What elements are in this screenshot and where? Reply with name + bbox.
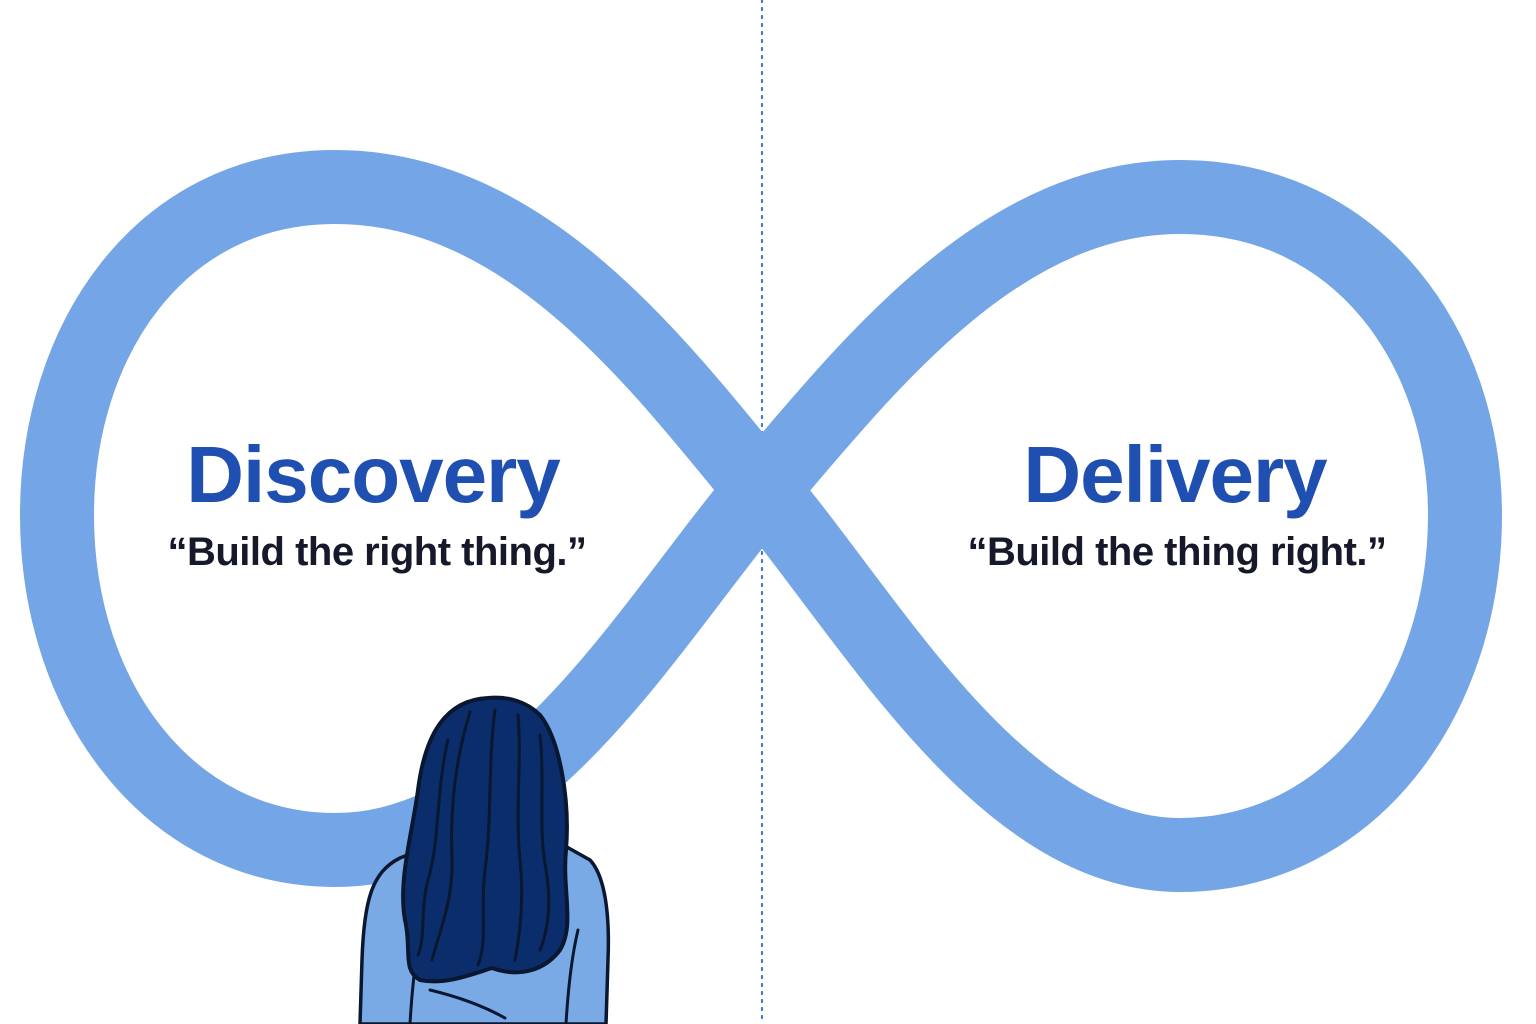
- delivery-title: Delivery: [1023, 430, 1327, 519]
- person-back-view-icon: [358, 695, 611, 1024]
- discovery-title: Discovery: [186, 430, 560, 519]
- sweater-fold: [428, 988, 507, 1020]
- delivery-quote: “Build the thing right.”: [967, 530, 1387, 574]
- sweater-fold: [564, 928, 580, 1024]
- hair-strands: [416, 708, 551, 967]
- infinity-loop: [20, 150, 1502, 892]
- discovery-quote: “Build the right thing.”: [167, 530, 587, 574]
